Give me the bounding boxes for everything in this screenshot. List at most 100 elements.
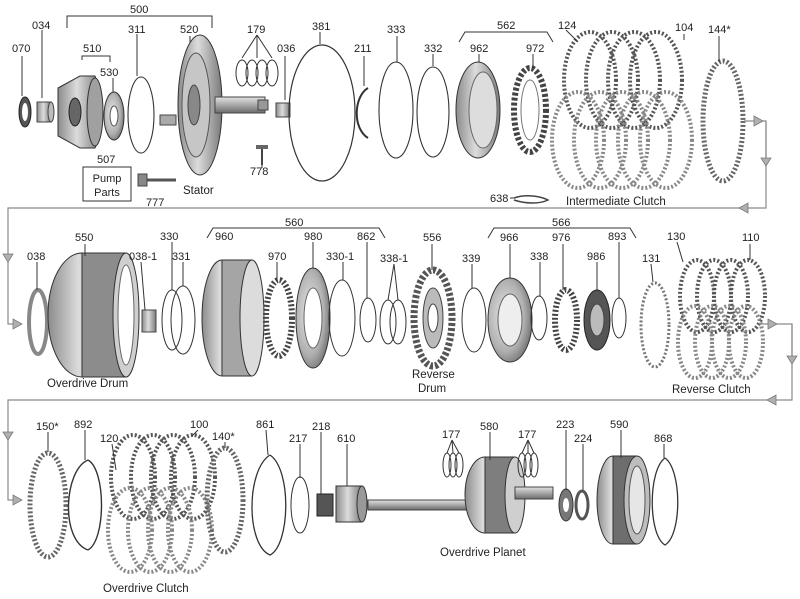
part-862-ring	[359, 297, 377, 343]
part-520-stator	[159, 34, 269, 176]
part-311-o-ring	[127, 76, 155, 154]
part-331-ring	[170, 285, 196, 355]
part-868-snap-ring	[651, 457, 679, 546]
label-150: 150*	[36, 421, 59, 433]
leader-lines	[21, 15, 751, 494]
part-976-sprag	[552, 287, 580, 353]
caption-pump-parts-line1: Pump	[93, 173, 122, 185]
label-131: 131	[642, 253, 660, 265]
part-530-pump-gears	[103, 91, 125, 141]
part-179-rings	[235, 59, 279, 87]
part-070-seal	[18, 96, 32, 128]
label-381: 381	[312, 21, 330, 33]
part-036-bushing	[275, 102, 291, 118]
label-038: 038	[27, 251, 45, 263]
label-980: 980	[304, 231, 322, 243]
label-861: 861	[256, 419, 274, 431]
part-338-ring	[530, 295, 548, 341]
label-507: 507	[97, 154, 115, 166]
part-144-plate	[700, 58, 746, 184]
part-610-gear	[335, 485, 368, 523]
label-550: 550	[75, 232, 93, 244]
part-131-ring	[639, 281, 671, 369]
part-892-snap-ring	[67, 459, 89, 551]
label-100: 100	[190, 419, 208, 431]
label-211: 211	[354, 43, 372, 55]
label-110: 110	[742, 232, 760, 244]
label-339: 339	[462, 253, 480, 265]
part-140-plate	[204, 445, 246, 555]
part-892-snap-ring-back	[87, 459, 103, 551]
label-970: 970	[268, 251, 286, 263]
part-580-overdrive-planet	[367, 456, 554, 534]
part-intermediate-clutch-pack	[550, 30, 694, 190]
label-500: 500	[130, 4, 148, 16]
caption-reverse-clutch: Reverse Clutch	[672, 384, 751, 396]
label-177-right: 177	[518, 429, 536, 441]
part-218-bearing	[316, 493, 334, 517]
label-868: 868	[654, 433, 672, 445]
label-556: 556	[423, 232, 441, 244]
caption-pump-parts-line2: Parts	[94, 187, 120, 199]
part-217-ring	[290, 476, 310, 534]
caption-reverse-drum-line2: Drum	[418, 383, 446, 395]
part-638-clip	[513, 195, 550, 204]
label-580: 580	[480, 421, 498, 433]
label-104: 104	[675, 22, 693, 34]
label-332: 332	[424, 43, 442, 55]
part-550-overdrive-drum	[47, 252, 140, 378]
label-986: 986	[587, 251, 605, 263]
label-333: 333	[387, 24, 405, 36]
row-3	[27, 433, 679, 574]
part-556-reverse-drum	[410, 266, 456, 370]
caption-overdrive-planet: Overdrive Planet	[440, 547, 526, 559]
label-124: 124	[558, 20, 576, 32]
part-960-drum	[201, 259, 265, 377]
part-332-ring	[416, 66, 450, 158]
label-520: 520	[180, 24, 198, 36]
part-reverse-clutch-pack	[676, 258, 767, 380]
part-overdrive-clutch-pack	[106, 433, 217, 574]
pump-parts-box	[82, 166, 132, 202]
part-038-1-bushing	[141, 309, 157, 333]
label-034: 034	[32, 20, 50, 32]
part-177-rings-left	[442, 452, 464, 478]
part-223-washer-hole	[563, 498, 569, 512]
part-labels: 070 034 500 510 530 311 520 179 036 381 …	[12, 4, 760, 445]
captions: Pump Parts Stator Intermediate Clutch Ov…	[47, 173, 751, 595]
label-510: 510	[83, 43, 101, 55]
caption-intermediate-clutch: Intermediate Clutch	[566, 196, 666, 208]
part-778-pin	[256, 145, 268, 165]
row-1	[18, 30, 746, 204]
part-034-bushing	[36, 101, 55, 123]
part-893-ring	[611, 297, 627, 339]
label-144: 144*	[708, 24, 731, 36]
label-217: 217	[289, 433, 307, 445]
label-893: 893	[608, 231, 626, 243]
part-038-ring	[27, 288, 49, 356]
label-590: 590	[610, 419, 628, 431]
label-638: 638	[490, 193, 508, 205]
part-150-plate	[27, 450, 69, 560]
part-966-drum	[487, 277, 533, 363]
label-224: 224	[574, 433, 592, 445]
label-560: 560	[285, 217, 303, 229]
caption-reverse-drum-line1: Reverse	[412, 369, 455, 381]
part-333-ring	[378, 61, 414, 159]
label-038-1: 038-1	[129, 251, 157, 263]
label-976: 976	[552, 232, 570, 244]
label-610: 610	[337, 433, 355, 445]
caption-overdrive-clutch: Overdrive Clutch	[103, 583, 189, 595]
label-177-left: 177	[442, 429, 460, 441]
label-140: 140*	[212, 431, 235, 443]
label-223: 223	[556, 419, 574, 431]
part-381-ring	[288, 44, 356, 182]
label-960: 960	[215, 231, 233, 243]
label-179: 179	[247, 24, 265, 36]
part-330-ring	[161, 289, 183, 351]
label-130: 130	[667, 231, 685, 243]
part-980-plate	[295, 267, 331, 369]
label-566: 566	[552, 217, 570, 229]
label-338-1: 338-1	[380, 253, 408, 265]
